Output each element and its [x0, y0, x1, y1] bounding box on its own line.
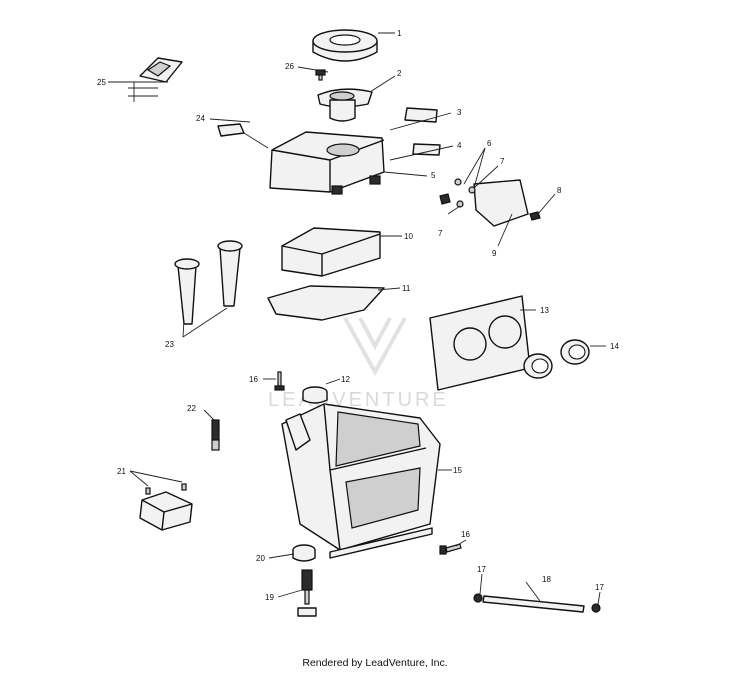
- callout-18: 18: [542, 575, 551, 584]
- part-10-filter-foam: [281, 227, 381, 277]
- footer-credit: Rendered by LeadVenture, Inc.: [302, 657, 448, 669]
- part-23-velocity-stacks: [174, 240, 243, 325]
- part-16-bolt-lower: [439, 543, 462, 555]
- part-9-mount-bracket: [439, 178, 541, 227]
- part-18-tube: [482, 595, 585, 613]
- part-4-decal: [412, 143, 441, 156]
- callout-5: 5: [431, 171, 436, 180]
- part-5-airbox-cover: [269, 131, 385, 195]
- callout-6: 6: [487, 139, 492, 148]
- callout-11: 11: [402, 284, 411, 293]
- callout-1: 1: [397, 29, 402, 38]
- part-20-grommet: [292, 544, 316, 562]
- part-14-boots: [523, 339, 590, 379]
- callout-19: 19: [265, 593, 274, 602]
- part-21-module: [139, 483, 193, 531]
- part-16-bolt-upper: [274, 371, 285, 391]
- callout-3: 3: [457, 108, 462, 117]
- callout-2: 2: [397, 69, 402, 78]
- callouts: 1 2 3 4 5 6 7 8 7 9 10 11 12 13 14 15 16…: [97, 29, 619, 602]
- part-15-airbox-base: [281, 403, 441, 559]
- part-24-decal: [217, 123, 245, 137]
- watermark-logo: [343, 317, 407, 377]
- callout-7-lower: 7: [438, 229, 443, 238]
- callout-24: 24: [196, 114, 205, 123]
- leader-lines: [108, 32, 606, 605]
- callout-17-left: 17: [477, 565, 486, 574]
- part-11-gasket: [267, 285, 385, 321]
- part-17-clamps: [473, 593, 601, 613]
- callout-26: 26: [285, 62, 294, 71]
- part-3-decal: [404, 107, 438, 123]
- part-13-panel: [429, 295, 531, 391]
- callout-21: 21: [117, 467, 126, 476]
- callout-8: 8: [557, 186, 562, 195]
- callout-7-upper: 7: [500, 157, 505, 166]
- callout-12: 12: [341, 375, 350, 384]
- callout-14: 14: [610, 342, 619, 351]
- part-1-seal-ring: [312, 29, 378, 62]
- watermark: LEADVENTURE: [268, 317, 449, 411]
- callout-22: 22: [187, 404, 196, 413]
- callout-25: 25: [97, 78, 106, 87]
- part-25-bracket: [128, 57, 183, 102]
- callout-9: 9: [492, 249, 497, 258]
- callout-15: 15: [453, 466, 462, 475]
- part-2-adapter: [317, 88, 373, 122]
- callout-10: 10: [404, 232, 413, 241]
- callout-16-upper: 16: [249, 375, 258, 384]
- callout-20: 20: [256, 554, 265, 563]
- part-22-plug: [211, 419, 220, 451]
- watermark-text: LEADVENTURE: [268, 389, 449, 411]
- callout-17-right: 17: [595, 583, 604, 592]
- part-12-cap: [302, 386, 328, 404]
- callout-13: 13: [540, 306, 549, 315]
- callout-16-lower: 16: [461, 530, 470, 539]
- part-26-screw: [315, 69, 326, 81]
- part-19-sensor: [297, 569, 317, 617]
- callout-4: 4: [457, 141, 462, 150]
- callout-23: 23: [165, 340, 174, 349]
